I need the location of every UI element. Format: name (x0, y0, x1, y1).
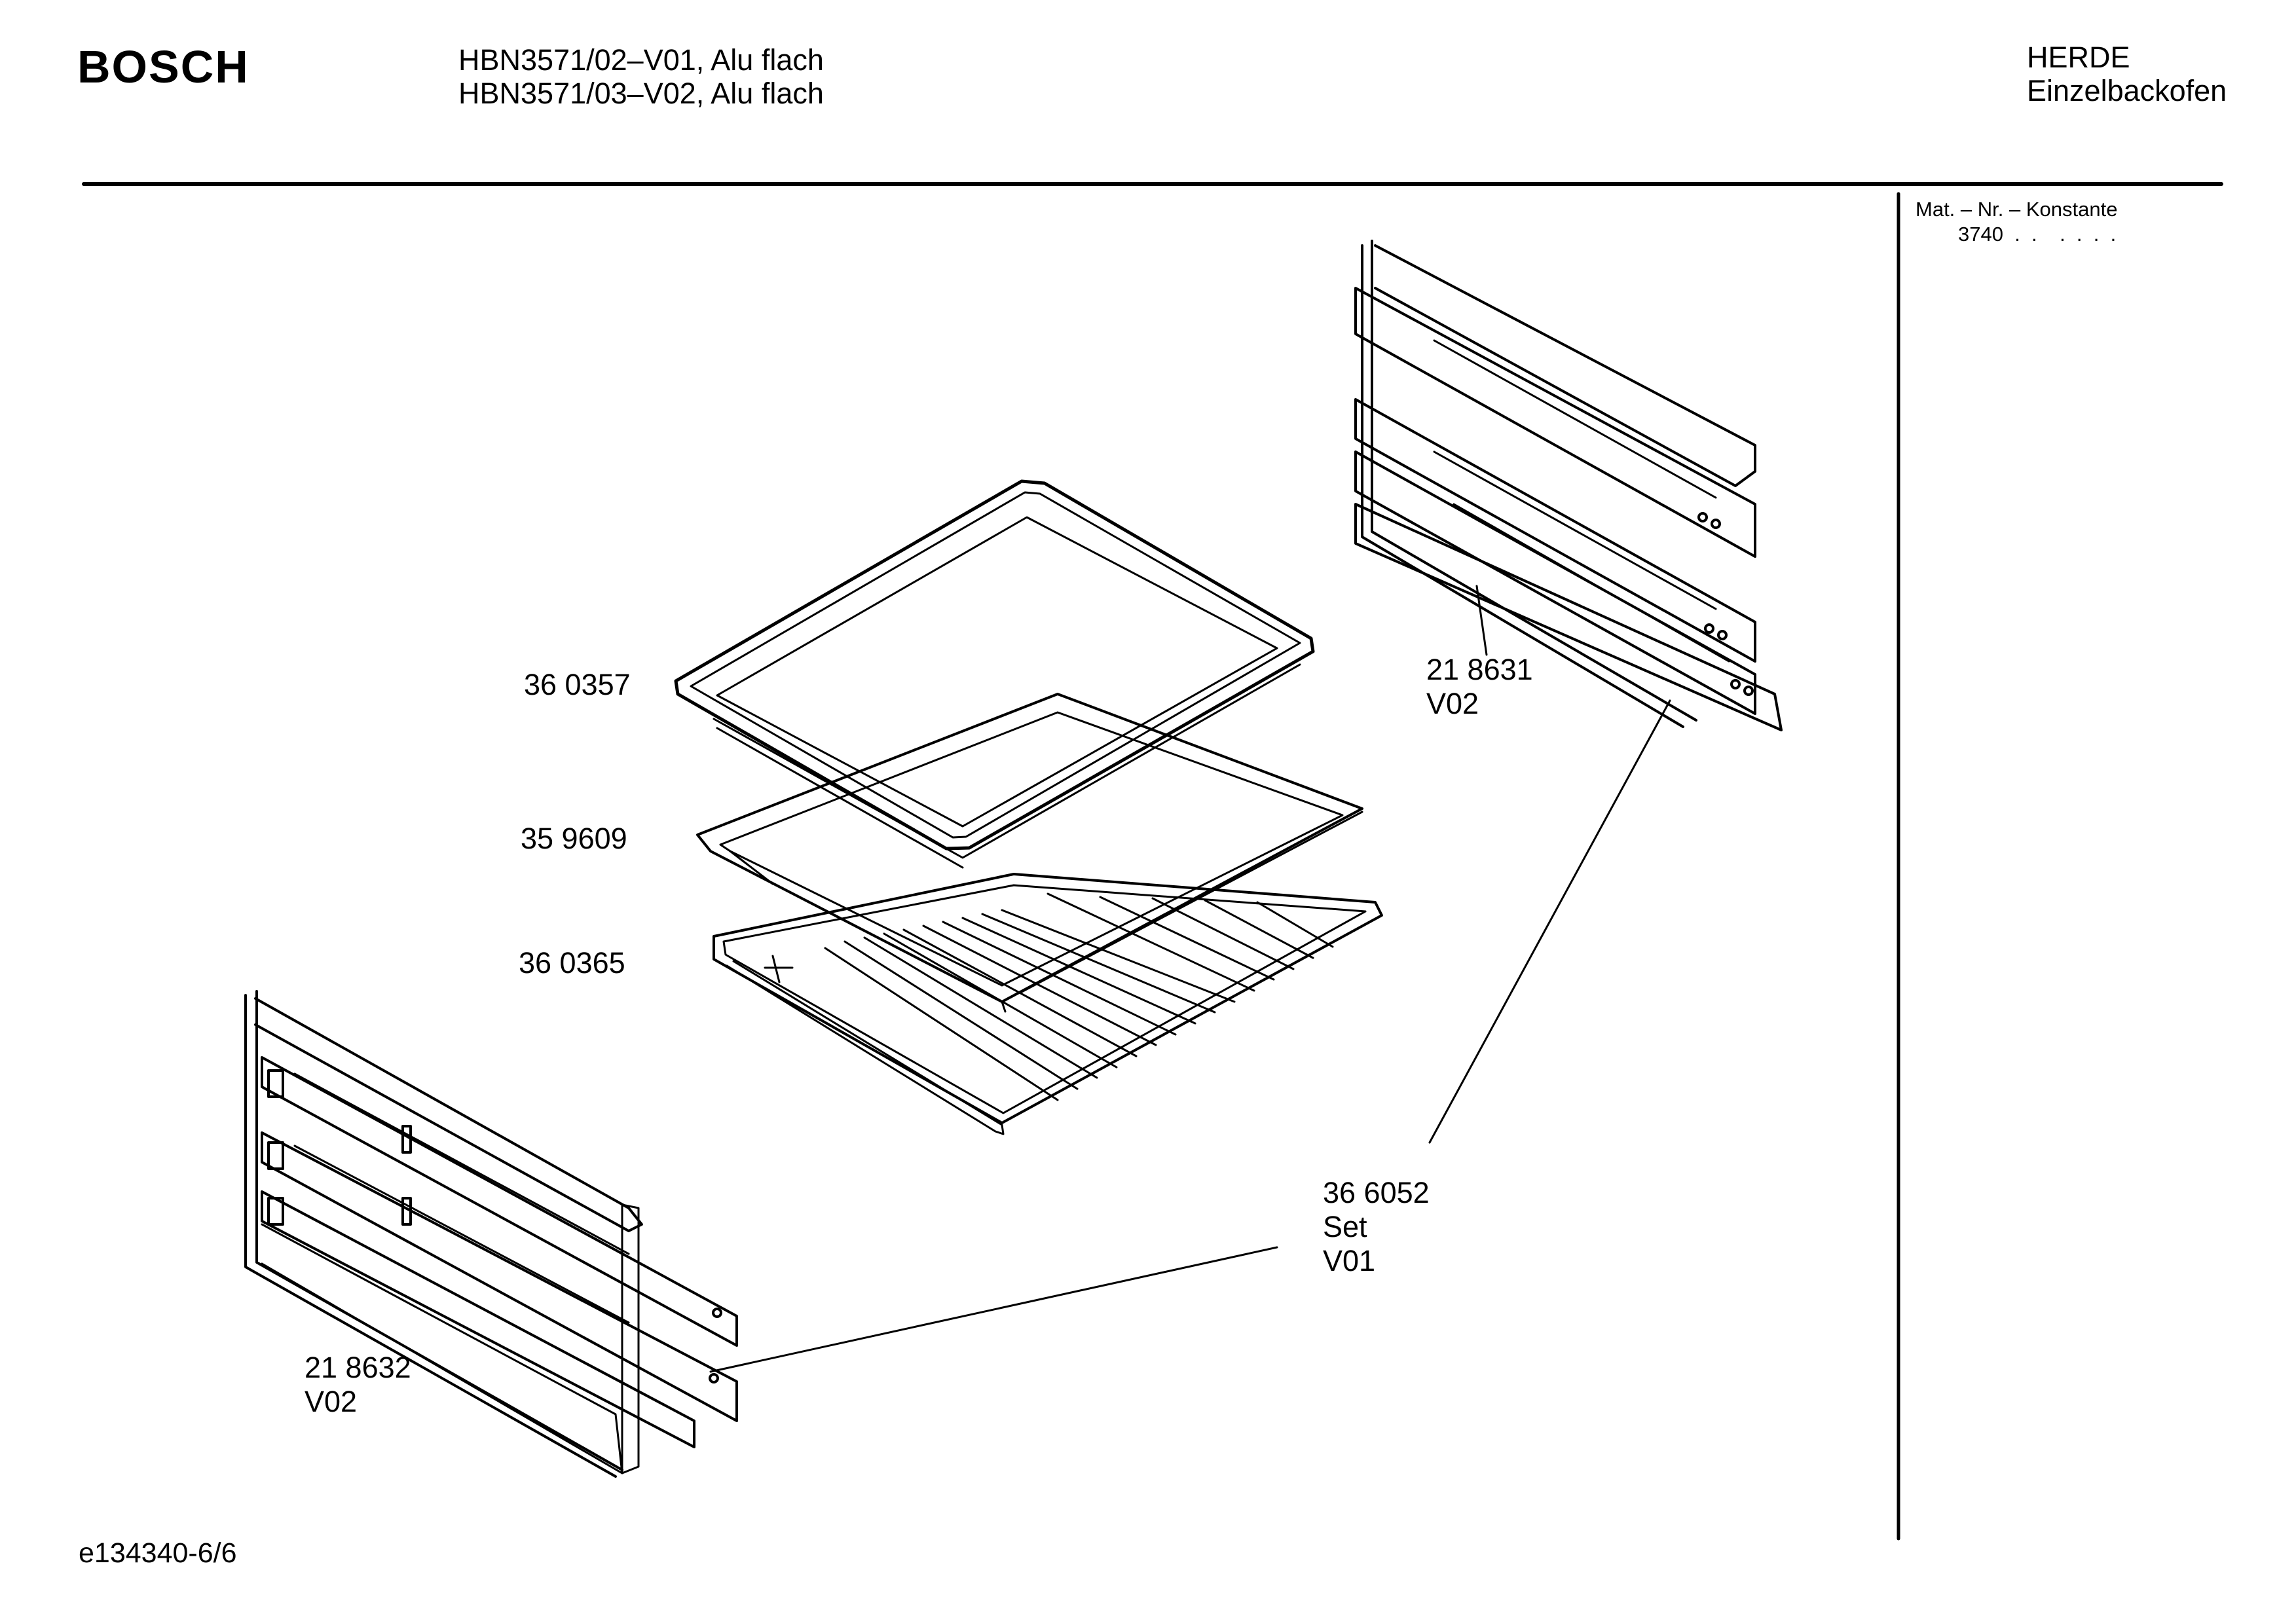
part-label-tray: 36 0357 (524, 668, 631, 701)
model-line-1: HBN3571/02–V01, Alu flach (458, 43, 824, 77)
category-line-2: Einzelbackofen (2027, 74, 2227, 107)
leader-lines (709, 585, 1671, 1373)
part-label-rack: 36 0365 (519, 946, 625, 980)
part-label-sheet: 35 9609 (521, 822, 627, 855)
baking-sheet-drawing (696, 693, 1363, 1013)
baking-tray-drawing (674, 479, 1315, 869)
model-line-2: HBN3571/03–V02, Alu flach (458, 77, 824, 110)
left-side-rail-drawing (244, 990, 738, 1478)
wire-rack-drawing (713, 873, 1383, 1135)
brand-logo: BOSCH (77, 41, 250, 92)
part-label-right-rail: 21 8631 V02 (1426, 653, 1533, 720)
part-label-left-rail: 21 8632 V02 (305, 1351, 411, 1418)
part-label-rail-set: 36 6052 Set V01 (1323, 1176, 1430, 1277)
category-line-1: HERDE (2027, 41, 2130, 74)
right-side-rail-drawing (1354, 240, 1783, 731)
mat-number-title: Mat. – Nr. – Konstante (1916, 198, 2118, 221)
mat-number-value: 3740 . . . . . . (1958, 223, 2117, 246)
drawing-id: e134340-6/6 (79, 1537, 237, 1569)
